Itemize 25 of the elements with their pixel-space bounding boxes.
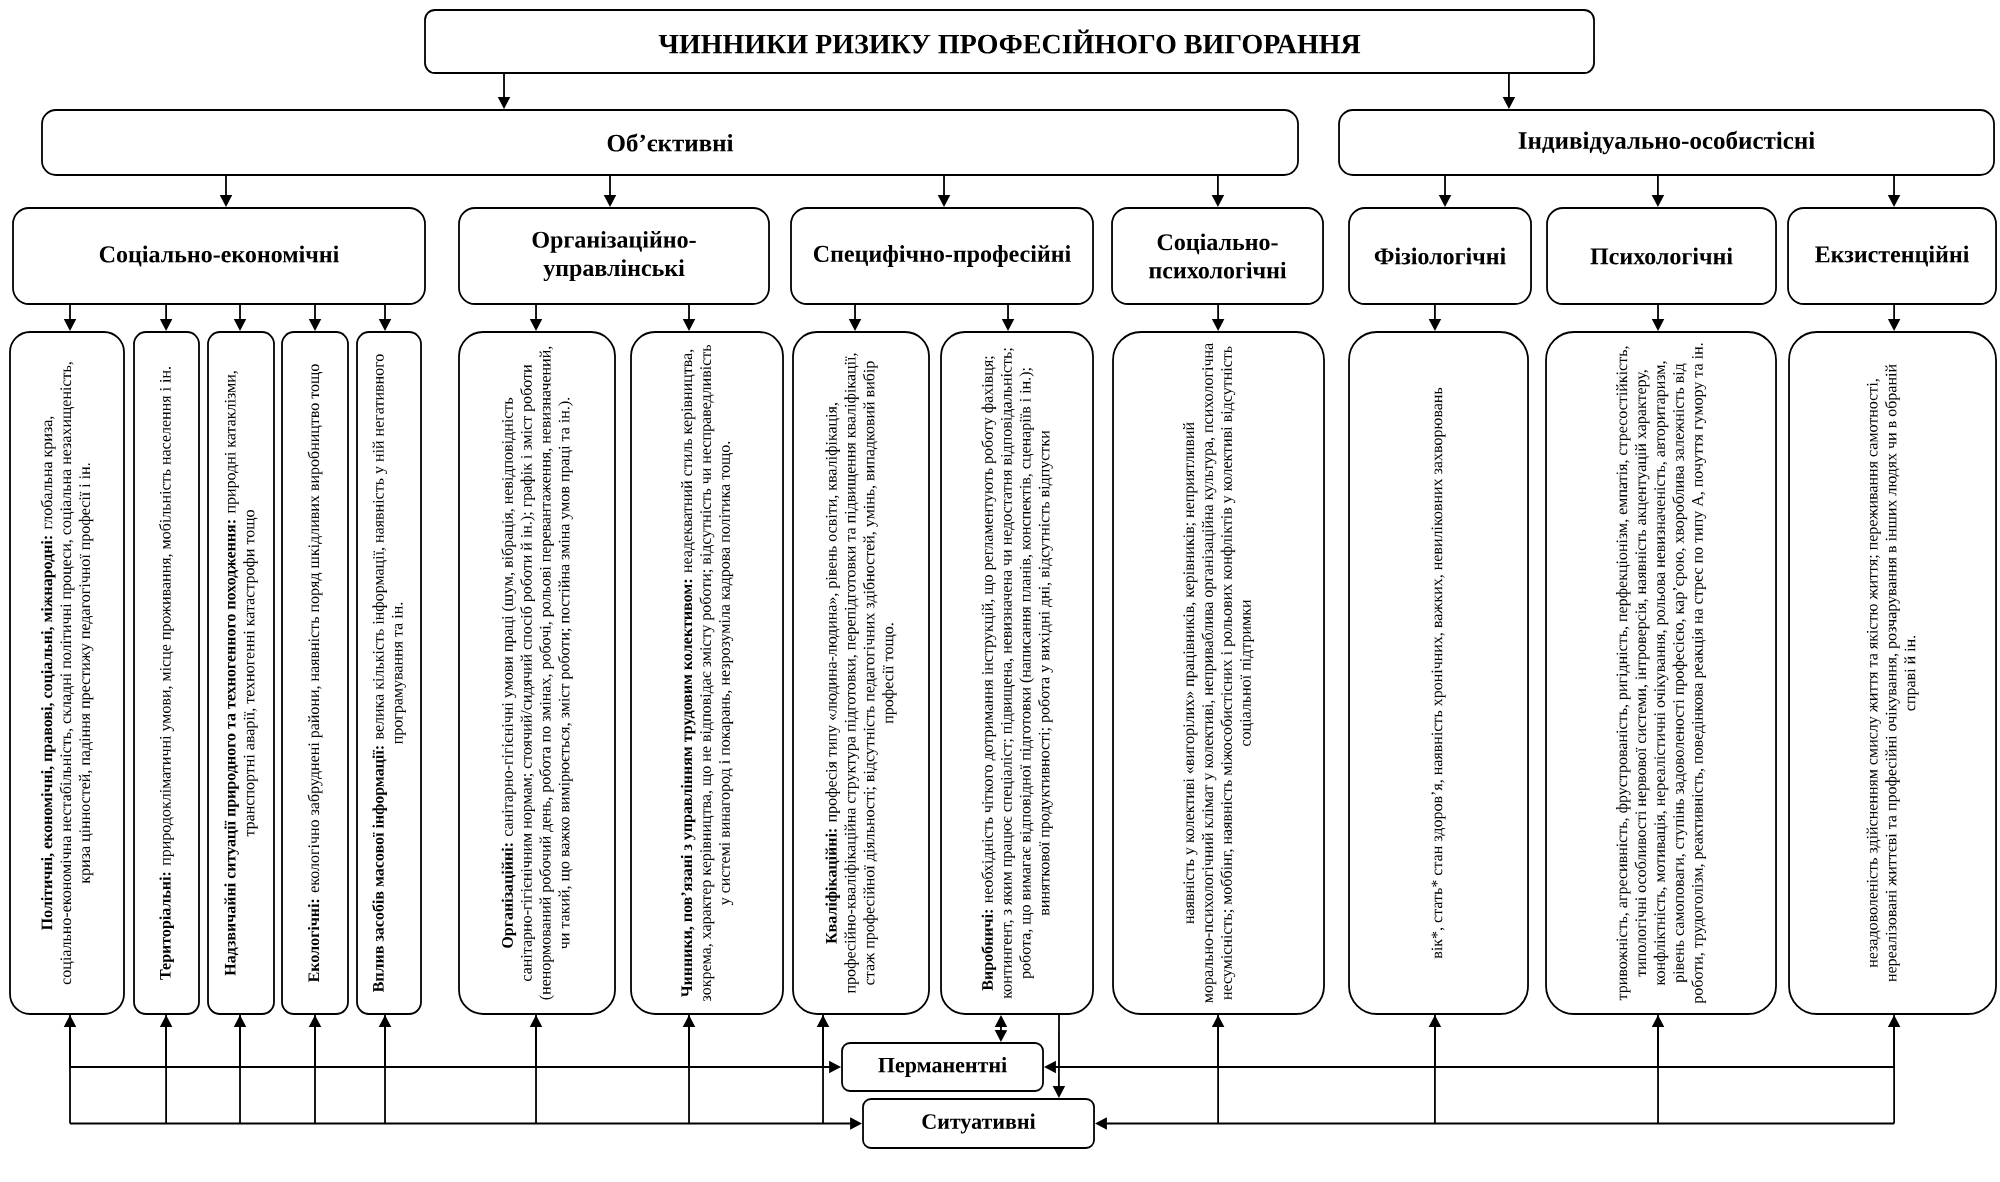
category-box: Соціально-економічні <box>12 207 426 305</box>
category-box: Специфічно-професійні <box>790 207 1094 305</box>
description-box: наявність у колективі «вигорілих» працівників, керівників; неприятливий морально-психологічний клімат у колективі, неприваблива організаційна культура, психологічна несумісність; моббінг, наявність міжособистісних і рольових конфліктів у колективі відсутність соціальної підтримки <box>1112 331 1325 1015</box>
group-box: Індивідуально-особистісні <box>1338 109 1995 176</box>
description-box: Надзвичайні ситуації природного та техногенного походження: природні катаклізми, транспортні аварії, техногенні катастрофи тощо <box>207 331 275 1015</box>
description-box: тривожність, агресивність, фрустрованість, ригідність, перфекціонізм, емпатія, стресостійкість, типологічні особливості нервової системи, інтроверсія, наявність акцентуацій характеру, конфліктність, мотивація, нереалістичні очікування, рольова невизначеність, авторитаризм, рівень самоповаги, ступінь задоволеності професією, кар’єрою, хвороблива залежність від роботи, трудоголізм, реактивність, поведінкова реакція на стрес по типу А, почуття гумору та ін. <box>1545 331 1777 1015</box>
category-box: Екзистенційні <box>1787 207 1997 305</box>
level-box: Перманентні <box>841 1042 1044 1092</box>
category-box: Психологічні <box>1546 207 1777 305</box>
description-box: Вплив засобів масової інформації: велика кількість інформації, наявність у ній негативного програмування та ін. <box>356 331 422 1015</box>
title-box: ЧИННИКИ РИЗИКУ ПРОФЕСІЙНОГО ВИГОРАННЯ <box>424 9 1595 74</box>
description-box: Екологічні: екологічно забруднені райони, наявність поряд шкідливих виробництво тощо <box>281 331 349 1015</box>
description-box: Кваліфікаційні: професія типу «людина-людина», рівень освіти, кваліфікація, професійно-кваліфікаційна структура підготовки, перепідготовки та підвищення кваліфікації, стаж професійної діяльності; відсутність педагогічних здібностей, умінь, випадковий вибір професії тощо. <box>792 331 930 1015</box>
description-box: вік*, стать* стан здоров’я, наявність хронічних, важких, невиліковних захворювань <box>1348 331 1529 1015</box>
description-box: Територіальні: природокліматичні умови, місце проживання, мобільність населення і ін. <box>133 331 200 1015</box>
description-box: Політичні, економічні, правові, соціальні, міжнародні: глобальна криза, соціально-економічна нестабільність, складні політичні процеси, соціальна незахищеність, криза цінностей, падіння престижу педагогічної професії і ін. <box>9 331 125 1015</box>
level-box: Ситуативні <box>862 1098 1095 1149</box>
description-box: Організаційні: санітарно-гігієнічні умови праці (шум, вібрація, невідповідність санітарно-гігієнічним нормам; стоячий/сидячий спосіб роботи й ін.); графік і зміст роботи (ненормований робочий день, робота по змінах, робочі, рольові перевантаження, невизначений, чи такий, що важко вимірюється, зміст роботи; постійна зміна умов праці та ін.). <box>458 331 616 1015</box>
category-box: Фізіологічні <box>1348 207 1532 305</box>
description-box: Виробничі: необхідність чіткого дотримання інструкцій, що регламентують роботу фахівця; контингент, з яким працює спеціаліст; підвищена, невизначена чи недостатня відповідальність; робота, що вимагає відповідної підготовки (написання планів, конспектів, сценаріїв і ін.); виняткової продуктивності; робота у вихідні дні, відсутність відпустки <box>940 331 1094 1015</box>
category-box: Організаційно-управлінські <box>458 207 770 305</box>
description-box: незадоволеність здійсненням смислу життя та якістю життя; переживання самотності, нереалізовані життєві та професійні очікування, розчарування в інших людях чи в обраній справі й ін. <box>1788 331 1997 1015</box>
category-box: Соціально-психологічні <box>1111 207 1324 305</box>
description-box: Чинники, пов’язані з управлінням трудовим колективом: неадекватний стиль керівництва, зокрема, характер керівництва, що не відповідає змісту роботи; відсутність чи несправедливість у системі винагород і покарань, незрозуміла кадрова політика тощо. <box>630 331 784 1015</box>
group-box: Об’єктивні <box>41 109 1299 176</box>
